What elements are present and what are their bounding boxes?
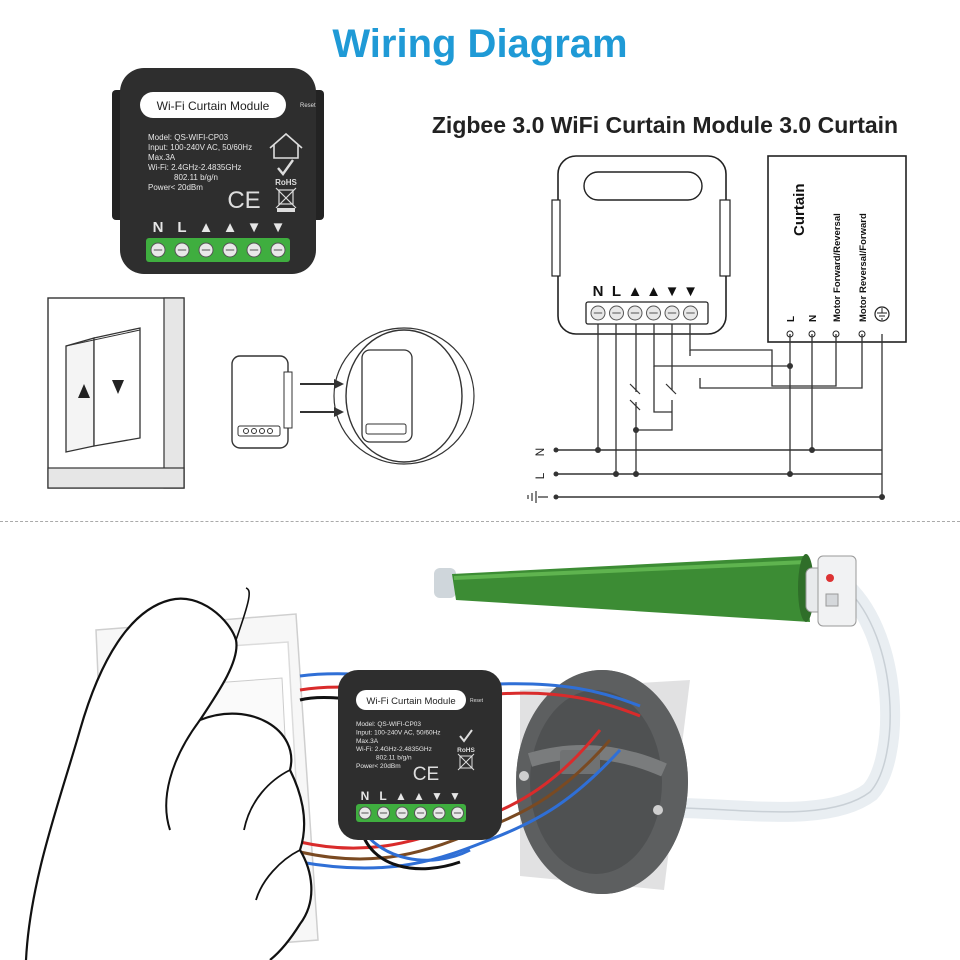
terminal-label: ▼ bbox=[449, 789, 461, 803]
schematic-terminal-screws bbox=[590, 305, 698, 321]
module-body-bottom bbox=[338, 670, 502, 840]
schematic-line-labels: NL bbox=[533, 448, 547, 480]
curtain-title: Curtain bbox=[791, 184, 808, 237]
ce-mark-bottom: CE bbox=[413, 764, 439, 785]
arrow-up-icon bbox=[78, 384, 90, 398]
reset-label-bottom: Reset bbox=[470, 698, 484, 704]
terminal-label: N bbox=[153, 219, 164, 236]
terminal-label: ▲ bbox=[413, 789, 425, 803]
spec-line: Input: 100-240V AC, 50/60Hz bbox=[356, 729, 441, 736]
module-install-drawing bbox=[231, 327, 475, 465]
spec-line: Wi-Fi: 2.4GHz-2.4835GHz bbox=[148, 163, 241, 172]
checkmark-icon bbox=[459, 729, 473, 743]
rohs-mark-bottom: RoHS bbox=[457, 747, 475, 754]
terminal-screws bbox=[150, 242, 286, 258]
spec-line: 802.11 b/g/n bbox=[174, 173, 218, 182]
diagram-subtitle: Zigbee 3.0 WiFi Curtain Module 3.0 Curta… bbox=[431, 112, 899, 138]
spec-line: Model: QS-WIFI-CP03 bbox=[148, 133, 229, 142]
terminal-label: ▼ bbox=[665, 283, 680, 300]
weee-bin-icon bbox=[457, 753, 475, 771]
terminal-label: L bbox=[379, 789, 386, 803]
ce-mark: CE bbox=[227, 187, 260, 214]
weee-bin-icon bbox=[275, 187, 297, 212]
curtain-terminal-label: Motor Reversal/Forward bbox=[858, 213, 869, 322]
spec-line: Max.3A bbox=[148, 153, 176, 162]
module-name-text-bottom: Wi-Fi Curtain Module bbox=[366, 696, 455, 707]
terminal-label: ▼ bbox=[271, 219, 286, 236]
line-label-n: N bbox=[533, 448, 547, 457]
curtain-terminal-label: N bbox=[808, 315, 819, 322]
terminal-label: L bbox=[177, 219, 186, 236]
curtain-terminal-label: Motor Forward/Reversal bbox=[832, 213, 843, 322]
terminal-label: ▲ bbox=[395, 789, 407, 803]
terminal-label: ▲ bbox=[628, 283, 643, 300]
spec-line: Wi-Fi: 2.4GHz-2.4835GHz bbox=[356, 746, 432, 753]
motor-end-cap bbox=[434, 568, 456, 598]
curtain-box bbox=[767, 155, 907, 343]
checkmark-icon bbox=[277, 159, 294, 176]
module-name-label bbox=[140, 92, 286, 118]
installation-photo: Wi-Fi Curtain Module Reset Model: QS-WIF… bbox=[24, 554, 901, 960]
line-label-l: L bbox=[533, 472, 547, 479]
rohs-mark: RoHS bbox=[275, 178, 297, 187]
terminal-label: N bbox=[593, 283, 604, 300]
terminal-label: N bbox=[361, 789, 370, 803]
terminal-label: ▼ bbox=[683, 283, 698, 300]
terminal-screws-bottom bbox=[358, 806, 464, 820]
section-divider bbox=[0, 521, 960, 522]
terminal-block bbox=[146, 238, 290, 262]
page-title: Wiring Diagram bbox=[332, 22, 628, 66]
module-name-text: Wi-Fi Curtain Module bbox=[157, 99, 270, 113]
spec-line: Input: 100-240V AC, 50/60Hz bbox=[148, 143, 252, 152]
ground-icon bbox=[874, 306, 890, 322]
terminal-label: ▲ bbox=[199, 219, 214, 236]
terminal-label: ▼ bbox=[247, 219, 262, 236]
arrow-down-icon bbox=[112, 380, 124, 394]
terminal-label: ▼ bbox=[431, 789, 443, 803]
spec-line: Power< 20dBm bbox=[356, 763, 401, 770]
terminal-label: L bbox=[612, 283, 621, 300]
terminal-label: ▲ bbox=[223, 219, 238, 236]
curtain-terminal-label: L bbox=[786, 316, 797, 322]
spec-line: Model: QS-WIFI-CP03 bbox=[356, 721, 421, 728]
curtain-terminal-labels: L N Motor Forward/Reversal Motor Reversal/F… bbox=[786, 213, 869, 322]
module-body bbox=[120, 68, 316, 274]
spec-line: Max.3A bbox=[356, 738, 379, 745]
reset-label: Reset bbox=[300, 103, 316, 109]
module-photo-top: Wi-Fi Curtain Module Reset Model: QS-WIF… bbox=[112, 68, 324, 274]
hand-outline bbox=[24, 597, 313, 960]
wall-switch-drawing bbox=[47, 297, 185, 489]
spec-line: Power< 20dBm bbox=[148, 183, 203, 192]
spec-line: 802.11 b/g/n bbox=[376, 755, 412, 762]
terminal-label: ▲ bbox=[646, 283, 661, 300]
house-icon bbox=[269, 132, 303, 159]
